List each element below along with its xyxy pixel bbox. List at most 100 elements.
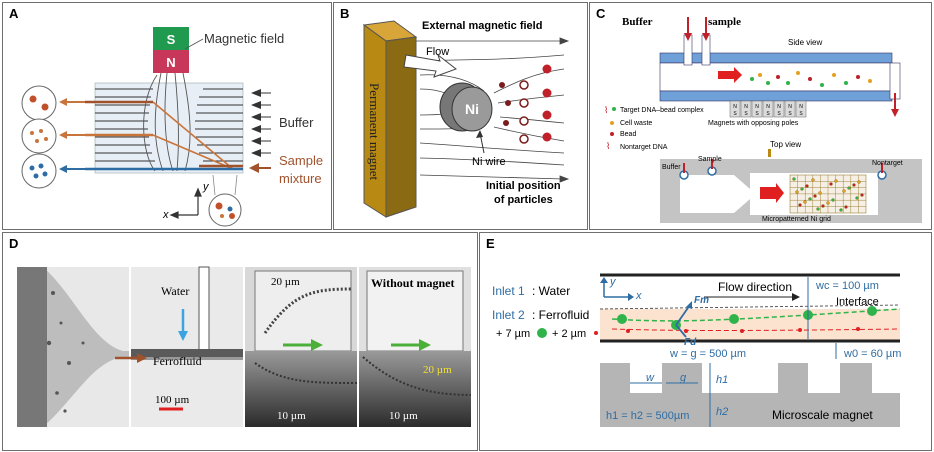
legend-red-particle <box>594 331 598 335</box>
layer-width-20: 20 µm <box>271 276 300 288</box>
pole-letter: S <box>744 111 748 117</box>
initial-position-1: Initial position <box>486 180 561 192</box>
layer-width-10-b: 10 µm <box>389 410 418 422</box>
micrograph-channel <box>131 267 243 427</box>
interface-label: Interface <box>836 296 879 308</box>
ni-wire-face <box>451 86 493 132</box>
top-view-channel-entry <box>680 175 750 213</box>
panel-a: A S N <box>2 2 332 230</box>
side-view-label: Side view <box>788 38 822 47</box>
fd-arrow <box>675 324 687 338</box>
ni-wire-label: Ni wire <box>472 156 506 168</box>
svg-text:⌇: ⌇ <box>604 105 608 115</box>
fm-arrow <box>675 304 691 326</box>
side-view-bottom-wall <box>659 90 893 102</box>
inlet1-suffix: : Water <box>532 284 570 298</box>
panel-b-diagram: Permanent magnet Flow Ni Ni wire Externa… <box>362 20 570 218</box>
pole-magnet <box>740 100 752 118</box>
external-field-title: External magnetic field <box>422 20 542 32</box>
g-label: g <box>680 372 687 384</box>
buffer-label-top: Buffer <box>662 164 681 171</box>
panel-b: B Permanent magnet Flow Ni Ni wire <box>333 2 588 230</box>
outlet-particle-circles <box>21 85 57 189</box>
inlet1-prefix: Inlet 1 <box>492 284 525 298</box>
particle-size-7: + 7 µm <box>496 328 530 340</box>
pole-letter: S <box>788 111 792 117</box>
legend-item-2: Cell waste <box>620 120 652 127</box>
magnet-s-text: S <box>167 32 176 47</box>
pole-magnet <box>751 100 763 118</box>
particles-b <box>499 64 552 144</box>
pole-letter: N <box>777 104 781 110</box>
pole-letter: N <box>755 104 759 110</box>
pole-letter: S <box>733 111 737 117</box>
panel-label-e: E <box>486 236 495 251</box>
buffer-inlet-arrows <box>251 89 271 157</box>
microscale-magnet-label: Microscale magnet <box>772 408 873 422</box>
legend-item-4: Nontarget DNA <box>620 144 668 151</box>
without-magnet-label: Without magnet <box>371 276 454 290</box>
w0-label: w0 = 60 µm <box>843 348 901 360</box>
microscale-magnet <box>600 363 900 427</box>
side-view-particles <box>750 71 872 87</box>
axis-y-a: y <box>202 181 210 193</box>
top-view-flow-arrow <box>760 183 784 203</box>
magnet-s-pole <box>153 27 189 50</box>
sample-mixture-circle <box>208 193 242 227</box>
flow-arrow <box>403 53 458 78</box>
h-equal-label: h1 = h2 = 500µm <box>606 410 689 422</box>
wc-label: wc = 100 µm <box>815 280 879 292</box>
legend-c: ⌇ ⌇ <box>604 105 616 151</box>
ni-label: Ni <box>465 101 479 117</box>
magnets-label: Magnets with opposing poles <box>708 120 799 127</box>
flow-arrow-c <box>718 67 742 83</box>
pole-letter: S <box>766 111 770 117</box>
permanent-magnet <box>363 24 387 218</box>
panel-e-diagram: Fm Fd y x Flow direction wc = 100 µm Int… <box>492 273 901 427</box>
legend-green-particle <box>537 328 547 338</box>
pole-magnet <box>795 100 807 118</box>
pole-magnet <box>773 100 785 118</box>
particle-trajectories <box>152 101 234 170</box>
panel-label-b: B <box>340 6 350 21</box>
sample-label-a-1: Sample <box>279 153 323 168</box>
stream-lines <box>95 88 243 162</box>
inlet2-prefix: Inlet 2 <box>492 308 525 322</box>
pole-magnet <box>784 100 796 118</box>
axes-a <box>169 187 202 219</box>
grid-label: Micropatterned Ni grid <box>762 216 831 223</box>
layer-width-20-b: 20 µm <box>423 364 452 376</box>
particles-e <box>617 306 877 333</box>
legend-item-1: Target DNA–bead complex <box>620 107 704 114</box>
inlet2-suffix: : Ferrofluid <box>532 308 589 322</box>
fd-label: Fd <box>684 337 697 348</box>
pole-letter: S <box>799 111 803 117</box>
sample-inlet-arrowhead <box>249 163 259 173</box>
water-label: Water <box>161 284 189 298</box>
h2-label: h2 <box>716 406 728 418</box>
panel-label-c: C <box>596 6 606 21</box>
pole-letter: S <box>777 111 781 117</box>
scale-label: 100 µm <box>155 394 190 406</box>
panel-d: D <box>2 232 478 451</box>
pole-letter: N <box>788 104 792 110</box>
w-label: w <box>646 372 655 384</box>
pole-letter: S <box>755 111 759 117</box>
svg-text:⌇: ⌇ <box>606 141 610 151</box>
large-particle-path <box>611 308 901 322</box>
permanent-magnet-label: Permanent magnet <box>367 83 382 180</box>
layer-width-10: 10 µm <box>277 410 306 422</box>
top-view-label: Top view <box>770 140 801 149</box>
panel-label-a: A <box>9 6 19 21</box>
side-view-top-wall <box>659 52 893 64</box>
magnet-n-pole <box>153 50 189 73</box>
water-stream <box>600 275 900 309</box>
interface-line <box>599 304 901 310</box>
pole-magnet <box>729 100 741 118</box>
axis-x-e: x <box>635 290 642 302</box>
fm-label: Fm <box>694 295 709 306</box>
ferrofluid-label: Ferrofluid <box>153 354 202 368</box>
